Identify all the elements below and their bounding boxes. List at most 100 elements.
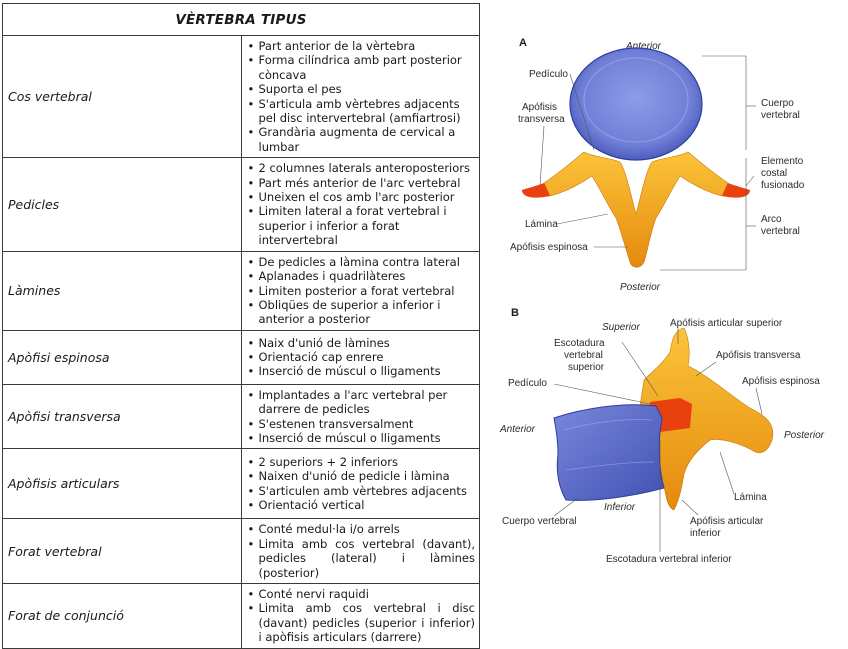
list-item: Naixen d'unió de pedicle i làmina	[246, 469, 476, 484]
label-arco-a1: Arco	[761, 214, 782, 225]
label-articular-inferior-1: Apófisis articular	[690, 516, 764, 527]
list-item: Limita amb cos vertebral i disc (davant)…	[246, 601, 475, 644]
body-b-texture	[563, 419, 653, 431]
list-item: Conté nervi raquidi	[246, 587, 476, 602]
list-item: Suporta el pes	[246, 82, 476, 97]
list-item: Grandària augmenta de cervical a lumbar	[246, 125, 476, 154]
row-description: 2 superiors + 2 inferiors Naixen d'unió …	[240, 448, 480, 520]
label-pediculo-b: Pedículo	[508, 378, 547, 389]
list-item: S'articulen amb vèrtebres adjacents	[246, 484, 476, 499]
list-item: Conté medul·la i/o arrels	[246, 522, 476, 537]
list-item: Limita amb cos vertebral (davant), pedic…	[246, 537, 475, 580]
leader-line	[621, 341, 659, 397]
label-espinosa-a: Apófisis espinosa	[510, 242, 588, 253]
leader-line	[745, 175, 755, 187]
row-term: Forat vertebral	[2, 518, 242, 584]
list-item: 2 columnes laterals anteroposteriors	[246, 161, 476, 176]
vertebral-body-a	[569, 47, 703, 161]
label-escotadura-inf: Escotadura vertebral inferior	[606, 554, 732, 565]
label-articular-superior: Apófisis articular superior	[670, 318, 783, 329]
list-item: Orientació cap enrere	[246, 350, 476, 365]
table-row: Apòfisis articulars 2 superiors + 2 infe…	[2, 448, 480, 520]
label-lamina-b: Lámina	[734, 492, 767, 503]
label-anterior-b: Anterior	[499, 424, 536, 435]
label-escotadura-sup-3: superior	[568, 362, 605, 373]
list-item: 2 superiors + 2 inferiors	[246, 455, 476, 470]
row-description: De pedicles a làmina contra lateral Apla…	[240, 250, 480, 331]
label-transversa-a2: transversa	[518, 114, 565, 125]
label-escotadura-sup-1: Escotadura	[554, 338, 605, 349]
list-item: Limiten lateral a forat vertebral i supe…	[246, 204, 476, 247]
list-item: Implantades a l'arc vertebral per darrer…	[246, 388, 476, 417]
list-item: De pedicles a làmina contra lateral	[246, 255, 476, 270]
label-anterior-a: Anterior	[625, 41, 662, 52]
table-row: Forat de conjunció Conté nervi raquidi L…	[2, 582, 480, 649]
label-articular-inferior-2: inferior	[690, 528, 721, 539]
panel-b-label: B	[511, 307, 519, 319]
row-description: Part anterior de la vèrtebra Forma cilín…	[240, 34, 480, 159]
label-cuerpo-b: Cuerpo vertebral	[502, 516, 576, 527]
label-elemento-1: Elemento	[761, 156, 804, 167]
leader-line	[719, 451, 735, 495]
label-arco-a2: vertebral	[761, 226, 800, 237]
vertebral-body-b	[553, 404, 665, 501]
label-elemento-2: costal	[761, 168, 787, 179]
label-superior-b: Superior	[602, 322, 640, 333]
label-transversa-b: Apófisis transversa	[716, 350, 801, 361]
leader-line	[553, 383, 651, 405]
list-item: Obliqües de superior a inferior i anteri…	[246, 298, 476, 327]
row-description: Naix d'unió de làmines Orientació cap en…	[240, 329, 480, 385]
label-espinosa-b: Apófisis espinosa	[742, 376, 820, 387]
leader-line	[695, 361, 717, 377]
row-description: Conté medul·la i/o arrels Limita amb cos…	[240, 518, 480, 584]
list-item: Inserció de múscul o lligaments	[246, 431, 476, 446]
leader-line	[569, 73, 595, 151]
list-item: S'articula amb vèrtebres adjacents pel d…	[246, 97, 476, 126]
row-term: Pedicles	[2, 157, 242, 252]
vertebra-table: VÈRTEBRA TIPUS Cos vertebral Part anteri…	[2, 3, 480, 649]
vertebral-arch-a	[543, 151, 729, 268]
label-escotadura-sup-2: vertebral	[564, 350, 603, 361]
table-title: VÈRTEBRA TIPUS	[2, 3, 480, 36]
list-item: Forma cilíndrica amb part posterior cònc…	[246, 53, 476, 82]
label-posterior-b: Posterior	[784, 430, 825, 441]
label-transversa-a1: Apófisis	[522, 102, 557, 113]
label-cuerpo-a2: vertebral	[761, 110, 800, 121]
list-item: Aplanades i quadrilàteres	[246, 269, 476, 284]
table-row: Cos vertebral Part anterior de la vèrteb…	[2, 34, 480, 159]
list-item: S'estenen transversalment	[246, 417, 476, 432]
row-term: Apòfisi transversa	[2, 383, 242, 450]
row-term: Apòfisi espinosa	[2, 329, 242, 385]
vertebra-illustration: A Anterior Pedículo Apófisis transversa …	[499, 37, 825, 565]
costal-element-right	[722, 183, 750, 198]
label-elemento-3: fusionado	[761, 180, 805, 191]
body-b-texture	[565, 461, 655, 471]
leader-line	[539, 125, 545, 187]
label-cuerpo-a1: Cuerpo	[761, 98, 794, 109]
list-item: Uneixen el cos amb l'arc posterior	[246, 190, 476, 205]
list-item: Inserció de múscul o lligaments	[246, 364, 476, 379]
body-inner-rim	[583, 57, 689, 143]
list-item: Naix d'unió de làmines	[246, 336, 476, 351]
label-pediculo-a: Pedículo	[529, 69, 568, 80]
row-term: Apòfisis articulars	[2, 448, 242, 520]
costal-element-left	[522, 183, 550, 198]
posterior-elements-b	[639, 327, 774, 511]
leader-line	[553, 497, 579, 517]
row-term: Forat de conjunció	[2, 582, 242, 649]
table-row: Apòfisi espinosa Naix d'unió de làmines …	[2, 329, 480, 385]
row-description: Implantades a l'arc vertebral per darrer…	[240, 383, 480, 450]
leader-line	[681, 499, 699, 516]
row-description: 2 columnes laterals anteroposteriors Par…	[240, 157, 480, 252]
list-item: Limiten posterior a forat vertebral	[246, 284, 476, 299]
table-header-row: VÈRTEBRA TIPUS	[2, 3, 480, 36]
panel-a-label: A	[519, 37, 527, 49]
label-inferior-b: Inferior	[604, 502, 636, 513]
table-row: Làmines De pedicles a làmina contra late…	[2, 250, 480, 331]
row-description: Conté nervi raquidi Limita amb cos verte…	[240, 582, 480, 649]
list-item: Orientació vertical	[246, 498, 476, 513]
leader-line	[556, 213, 609, 225]
table-row: Pedicles 2 columnes laterals anteroposte…	[2, 157, 480, 252]
table-row: Apòfisi transversa Implantades a l'arc v…	[2, 383, 480, 450]
list-item: Part més anterior de l'arc vertebral	[246, 176, 476, 191]
